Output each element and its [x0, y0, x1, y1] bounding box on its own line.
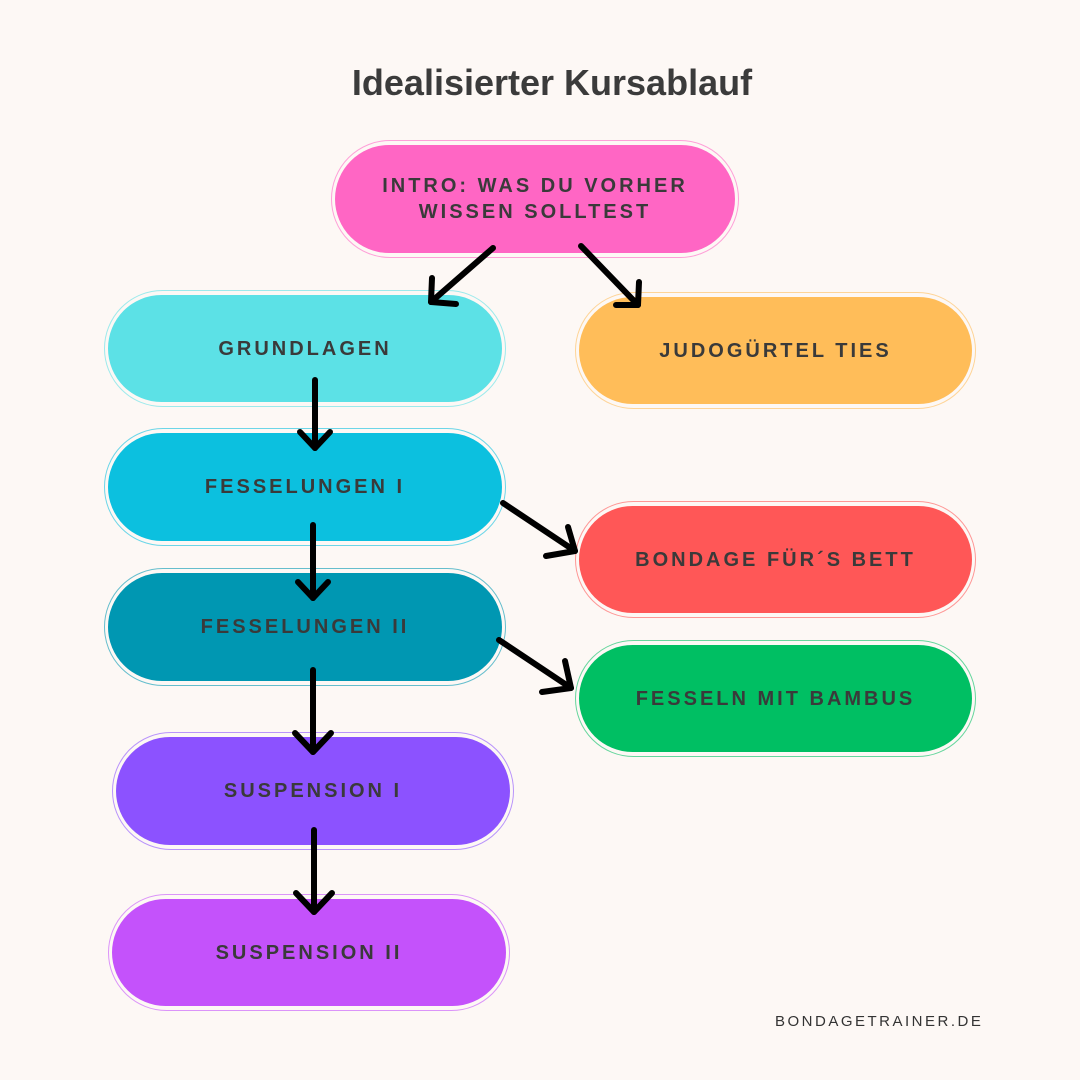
node-fesselungen-1: FESSELUNGEN I — [104, 428, 506, 546]
arrow-intro-judo — [578, 243, 642, 308]
node-fesseln-bambus: FESSELN MIT BAMBUS — [575, 640, 976, 757]
node-fesselungen-2: FESSELUNGEN II — [104, 568, 506, 686]
arrow-fesselungen1-fesselungen2 — [295, 522, 331, 601]
node-bondage-bett: BONDAGE FÜR´S BETT — [575, 501, 976, 618]
arrow-fesselungen2-suspension1 — [292, 667, 334, 755]
diagram-title: Idealisierter Kursablauf — [351, 62, 753, 103]
arrow-suspension1-suspension2 — [293, 827, 335, 915]
footer-website: BONDAGETRAINER.DE — [775, 1013, 984, 1030]
node-judogurtel-ties: JUDOGÜRTEL TIES — [575, 292, 976, 409]
arrow-intro-grundlagen — [428, 245, 496, 307]
node-suspension-2: SUSPENSION II — [108, 894, 510, 1011]
arrow-grundlagen-fesselungen1 — [297, 377, 333, 451]
arrow-fesselungen1-bondage — [500, 500, 578, 559]
arrow-fesselungen2-bambus — [496, 637, 574, 695]
node-intro: INTRO: WAS DU VORHER WISSEN SOLLTEST — [331, 140, 739, 258]
node-grundlagen: GRUNDLAGEN — [104, 290, 506, 407]
